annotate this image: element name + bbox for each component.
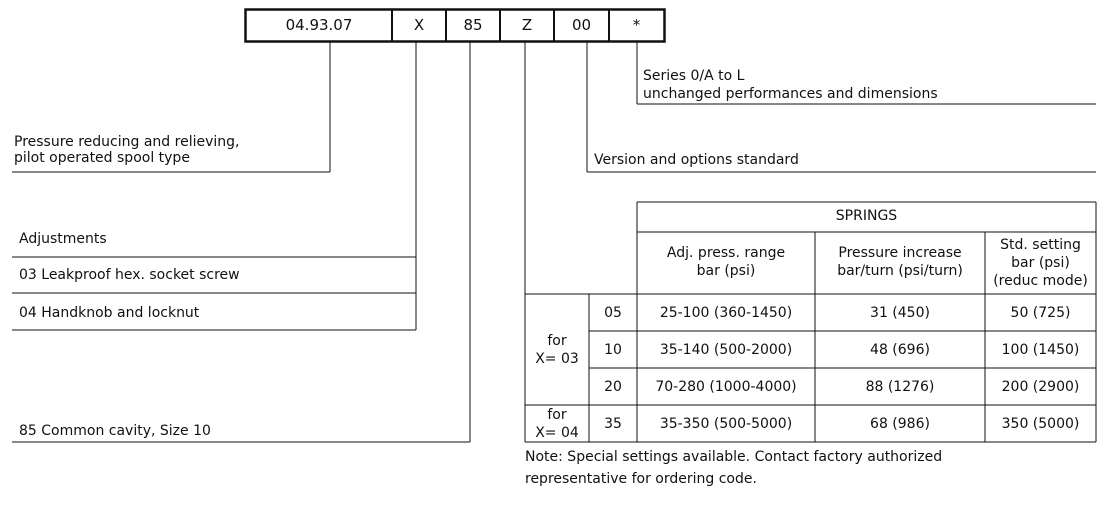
spring-range-10: 35-140 (500-2000) (659, 342, 793, 358)
spring-increase-05: 31 (450) (870, 305, 930, 321)
note-line-2: representative for ordering code. (525, 471, 757, 487)
valve-type-label-1: Pressure reducing and relieving, (14, 134, 240, 150)
cavity-label: 85 Common cavity, Size 10 (19, 423, 211, 439)
adjustment-option-03: 03 Leakproof hex. socket screw (19, 267, 240, 283)
column-header-increase-2: bar/turn (psi/turn) (837, 263, 963, 279)
group-x04-label-1: for (547, 407, 567, 423)
code-part-cavity: 85 (463, 16, 483, 34)
group-x03-label-2: X= 03 (535, 351, 579, 367)
version-label: Version and options standard (594, 152, 799, 168)
spring-code-20: 20 (604, 379, 622, 395)
column-header-setting-2: bar (psi) (1011, 255, 1070, 271)
series-label-2: unchanged performances and dimensions (643, 86, 938, 102)
column-header-range-2: bar (psi) (696, 263, 756, 279)
spring-setting-10: 100 (1450) (1001, 342, 1080, 358)
adjustments-title: Adjustments (19, 231, 107, 247)
spring-setting-05: 50 (725) (1010, 305, 1071, 321)
code-part-spring: Z (521, 16, 533, 34)
spring-range-20: 70-280 (1000-4000) (655, 379, 797, 395)
group-x04-label-2: X= 04 (535, 425, 579, 441)
code-part-base: 04.93.07 (285, 16, 353, 34)
column-header-range-1: Adj. press. range (666, 245, 786, 261)
spring-increase-10: 48 (696) (870, 342, 930, 358)
code-part-series: * (632, 16, 641, 34)
spring-code-10: 10 (604, 342, 622, 358)
spring-setting-20: 200 (2900) (1001, 379, 1080, 395)
column-header-increase-1: Pressure increase (838, 245, 962, 261)
column-header-setting-1: Std. setting (1000, 237, 1081, 253)
spring-setting-35: 350 (5000) (1001, 416, 1080, 432)
note-line-1: Note: Special settings available. Contac… (525, 449, 943, 465)
spring-code-05: 05 (604, 305, 622, 321)
springs-table-header: SPRINGS (835, 208, 898, 224)
spring-code-35: 35 (604, 416, 622, 432)
adjustment-option-04: 04 Handknob and locknut (19, 305, 200, 321)
code-part-adjustment: X (413, 16, 425, 34)
column-header-setting-3: (reduc mode) (993, 273, 1088, 289)
valve-type-label-2: pilot operated spool type (14, 150, 190, 166)
spring-increase-20: 88 (1276) (865, 379, 935, 395)
code-box-frame (244, 8, 666, 43)
spring-increase-35: 68 (986) (870, 416, 930, 432)
spring-range-35: 35-350 (500-5000) (659, 416, 793, 432)
series-label-1: Series 0/A to L (643, 68, 745, 84)
code-part-version: 00 (571, 16, 592, 34)
spring-range-05: 25-100 (360-1450) (659, 305, 793, 321)
group-x03-label-1: for (547, 333, 567, 349)
